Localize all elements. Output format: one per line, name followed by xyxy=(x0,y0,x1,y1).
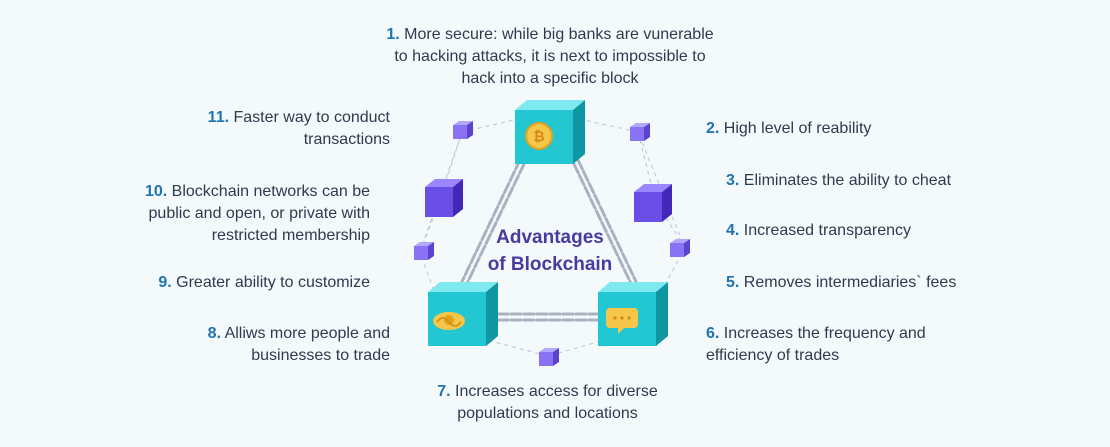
advantage-number: 3. xyxy=(726,172,740,189)
small-purple-cube-5 xyxy=(539,348,559,366)
advantage-number: 1. xyxy=(386,26,400,43)
advantage-number: 8. xyxy=(207,325,222,342)
advantage-text: Increases access for diverse populations… xyxy=(455,383,658,422)
teal-cube-top: ₿ xyxy=(515,100,585,164)
advantage-3: 3. Eliminates the ability to cheat xyxy=(726,170,1026,192)
small-purple-cube-4 xyxy=(670,239,690,257)
advantage-text: Greater ability to customize xyxy=(176,274,370,291)
advantage-number: 4. xyxy=(726,222,740,239)
advantage-9: 9. Greater ability to customize xyxy=(70,272,370,294)
chain-links xyxy=(456,158,642,322)
handshake-icon xyxy=(433,312,465,330)
advantage-text: Alliws more people and businesses to tra… xyxy=(224,325,390,364)
svg-text:₿: ₿ xyxy=(533,128,544,144)
advantage-number: 2. xyxy=(706,120,720,137)
purple-cube-right xyxy=(634,184,672,222)
advantage-text: Blockchain networks can be public and op… xyxy=(148,183,370,244)
advantage-11: 11. Faster way to conduct transactions xyxy=(160,107,390,151)
advantage-10: 10. Blockchain networks can be public an… xyxy=(110,181,370,247)
advantage-text: Faster way to conduct transactions xyxy=(233,109,390,148)
bitcoin-icon: ₿ xyxy=(525,122,553,150)
advantage-number: 9. xyxy=(158,274,172,291)
advantage-number: 10. xyxy=(144,183,168,200)
title-line-1: Advantages xyxy=(496,227,604,248)
small-purple-cube-2 xyxy=(630,123,650,141)
advantage-number: 11. xyxy=(207,109,230,126)
small-purple-cube-3 xyxy=(414,242,434,260)
diagram-title: Advantages of Blockchain xyxy=(480,224,620,278)
advantage-8: 8. Alliws more people and businesses to … xyxy=(160,323,390,367)
advantage-number: 7. xyxy=(437,383,451,400)
advantage-1: 1. More secure: while big banks are vune… xyxy=(385,24,715,90)
advantage-text: Increased transparency xyxy=(743,222,911,239)
purple-cube-left xyxy=(425,179,463,217)
advantage-number: 6. xyxy=(706,325,720,342)
title-line-2: of Blockchain xyxy=(487,254,613,275)
teal-cube-left xyxy=(428,282,498,346)
advantage-6: 6. Increases the frequency and efficienc… xyxy=(706,323,946,367)
advantage-2: 2. High level of reability xyxy=(706,118,1006,140)
advantage-number: 5. xyxy=(726,274,740,291)
chat-bubble-icon xyxy=(606,308,638,334)
advantage-7: 7. Increases access for diverse populati… xyxy=(410,381,685,425)
advantage-text: High level of reability xyxy=(723,120,872,137)
advantage-text: More secure: while big banks are vunerab… xyxy=(394,26,714,87)
advantage-text: Increases the frequency and efficiency o… xyxy=(706,325,926,364)
advantage-text: Eliminates the ability to cheat xyxy=(743,172,952,189)
small-purple-cube-1 xyxy=(453,121,473,139)
advantage-text: Removes intermediaries` fees xyxy=(743,274,957,291)
advantage-5: 5. Removes intermediaries` fees xyxy=(726,272,1026,294)
advantage-4: 4. Increased transparency xyxy=(726,220,1026,242)
teal-cube-right xyxy=(598,282,668,346)
